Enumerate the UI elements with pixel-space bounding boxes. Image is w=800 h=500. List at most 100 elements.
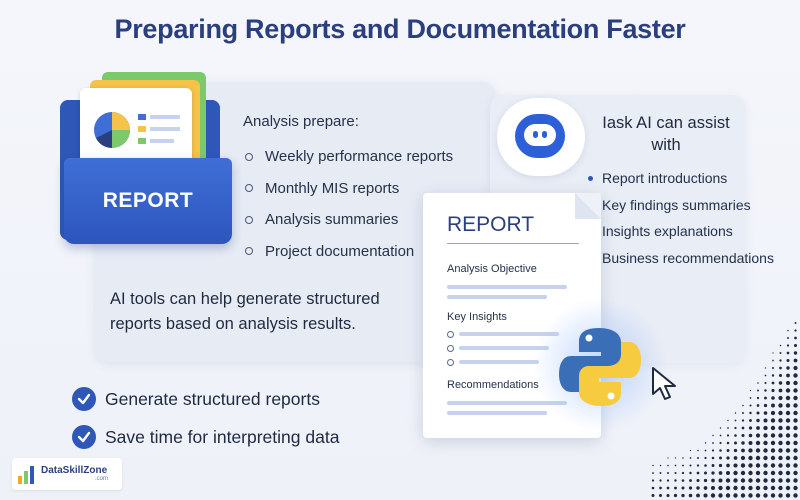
pattern-dot xyxy=(659,464,662,467)
pattern-dot xyxy=(748,433,753,438)
pattern-dot xyxy=(778,440,783,446)
pattern-dot xyxy=(748,485,753,491)
pattern-dot xyxy=(749,404,752,407)
pattern-dot xyxy=(764,389,767,392)
pattern-dot xyxy=(734,419,737,422)
pattern-dot xyxy=(778,418,783,423)
pattern-dot xyxy=(696,493,700,498)
bullet-icon xyxy=(245,215,253,224)
pattern-dot xyxy=(697,449,699,452)
pattern-dot xyxy=(771,374,775,377)
pattern-dot xyxy=(652,464,654,467)
pattern-dot xyxy=(787,329,789,332)
pattern-dot xyxy=(763,448,768,453)
pattern-dot xyxy=(779,352,782,354)
pattern-dot xyxy=(748,426,753,430)
bullet-icon xyxy=(245,184,253,193)
pattern-dot xyxy=(734,441,737,445)
pattern-dot xyxy=(793,463,798,468)
chatbot-bubble xyxy=(497,98,585,176)
bullet-icon xyxy=(447,345,454,352)
pattern-dot xyxy=(741,426,745,430)
pattern-dot xyxy=(785,440,791,446)
pattern-dot xyxy=(712,434,714,437)
benefit-label: Generate structured reports xyxy=(105,388,320,409)
pattern-dot xyxy=(740,470,746,476)
pattern-dot xyxy=(733,493,738,498)
pattern-dot xyxy=(785,418,791,423)
pattern-dot xyxy=(756,418,760,423)
pattern-dot xyxy=(764,374,767,377)
pattern-dot xyxy=(779,366,782,370)
pattern-dot xyxy=(785,485,791,491)
pattern-dot xyxy=(793,470,798,476)
text-line xyxy=(459,332,559,336)
text-line xyxy=(447,285,567,289)
pattern-dot xyxy=(755,440,761,446)
pattern-dot xyxy=(794,336,797,340)
pattern-dot xyxy=(718,471,723,475)
pattern-dot xyxy=(748,455,753,461)
pattern-dot xyxy=(793,478,798,483)
pattern-dot xyxy=(793,395,798,401)
text-line xyxy=(459,360,539,364)
pattern-dot xyxy=(667,472,669,474)
pattern-dot xyxy=(770,470,776,476)
pattern-dot xyxy=(770,418,776,423)
pattern-dot xyxy=(770,493,776,498)
pattern-dot xyxy=(786,366,790,370)
pattern-dot xyxy=(718,493,723,498)
pattern-dot xyxy=(770,485,776,491)
pattern-dot xyxy=(741,419,745,422)
pattern-dot xyxy=(793,425,798,431)
benefit-item: Save time for interpreting data xyxy=(72,425,339,449)
pattern-dot xyxy=(779,359,782,362)
pattern-dot xyxy=(704,471,707,475)
report-card-title: REPORT xyxy=(447,213,535,236)
pattern-dot xyxy=(682,464,684,467)
pattern-dot xyxy=(741,448,745,453)
pattern-dot xyxy=(778,470,783,476)
pattern-dot xyxy=(770,425,776,431)
pattern-dot xyxy=(711,478,715,483)
pattern-dot xyxy=(689,457,692,459)
pattern-dot xyxy=(757,389,759,392)
pattern-dot xyxy=(794,329,797,332)
pattern-dot xyxy=(770,455,776,461)
pattern-dot xyxy=(658,493,663,498)
list-item: Report introductions xyxy=(588,165,774,192)
pattern-dot xyxy=(659,472,662,474)
pattern-dot xyxy=(674,457,677,459)
pattern-dot xyxy=(741,441,745,445)
pattern-dot xyxy=(785,470,791,476)
pattern-dot xyxy=(770,463,776,468)
pattern-dot xyxy=(793,365,798,371)
assist-heading: Iask AI can assist with xyxy=(602,114,730,154)
pattern-dot xyxy=(682,457,684,459)
pattern-dot xyxy=(710,493,716,498)
benefit-item: Generate structured reports xyxy=(72,387,320,411)
pattern-dot xyxy=(785,463,791,468)
dataskillzone-logo[interactable]: DataSkillZone .com xyxy=(12,458,122,490)
pattern-dot xyxy=(793,433,798,438)
pattern-dot xyxy=(725,493,731,498)
section-key-insights: Key Insights xyxy=(447,311,507,323)
pattern-dot xyxy=(749,389,752,392)
pattern-dot xyxy=(689,479,692,482)
pattern-dot xyxy=(778,448,783,453)
pattern-dot xyxy=(770,440,776,446)
pattern-dot xyxy=(770,410,776,416)
pattern-dot xyxy=(785,403,791,408)
pattern-dot xyxy=(734,412,737,414)
pattern-dot xyxy=(696,464,700,467)
pattern-dot xyxy=(793,343,798,348)
benefit-label: Save time for interpreting data xyxy=(105,426,340,447)
pattern-dot xyxy=(740,463,746,468)
pattern-dot xyxy=(689,449,692,452)
pattern-dot xyxy=(712,442,714,444)
pattern-dot xyxy=(704,456,707,460)
pattern-dot xyxy=(755,493,761,498)
pattern-dot xyxy=(778,381,783,385)
pattern-dot xyxy=(793,485,798,491)
pattern-dot xyxy=(772,359,774,362)
